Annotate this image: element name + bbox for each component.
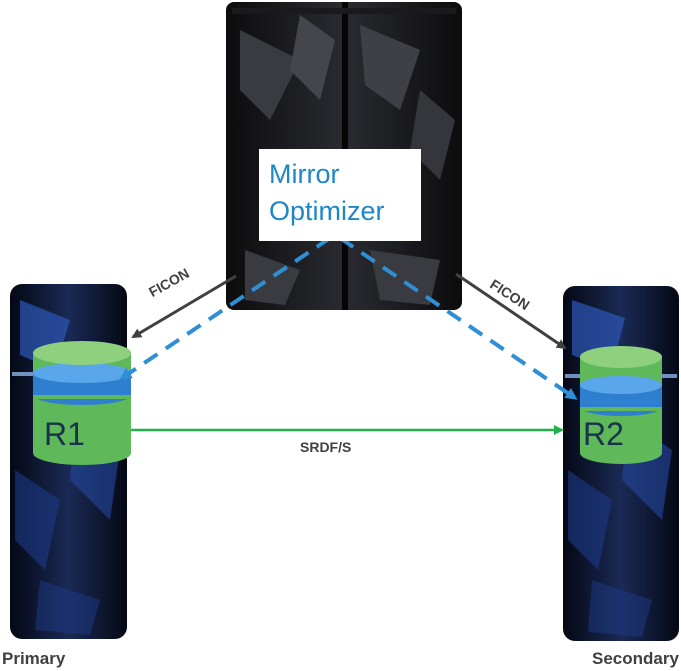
optimizer-right-dashed-arrow [338, 236, 578, 400]
srdf-label: SRDF/S [300, 439, 352, 455]
r1-volume-label: R1 [44, 416, 85, 452]
r1-volume-cylinder [33, 341, 131, 465]
optimizer-left-dashed-arrow [119, 236, 332, 380]
ficon-left-arrow [131, 274, 237, 339]
secondary-caption: Secondary [592, 649, 679, 668]
r2-volume-label: R2 [583, 416, 624, 452]
mirror-optimizer-line1: Mirror [269, 159, 340, 189]
r2-volume-cylinder [580, 346, 662, 464]
primary-caption: Primary [2, 649, 66, 668]
mirror-optimizer-label-box: Mirror Optimizer [259, 149, 421, 241]
ficon-right-arrow [455, 272, 567, 350]
mirror-optimizer-line2: Optimizer [269, 196, 385, 226]
